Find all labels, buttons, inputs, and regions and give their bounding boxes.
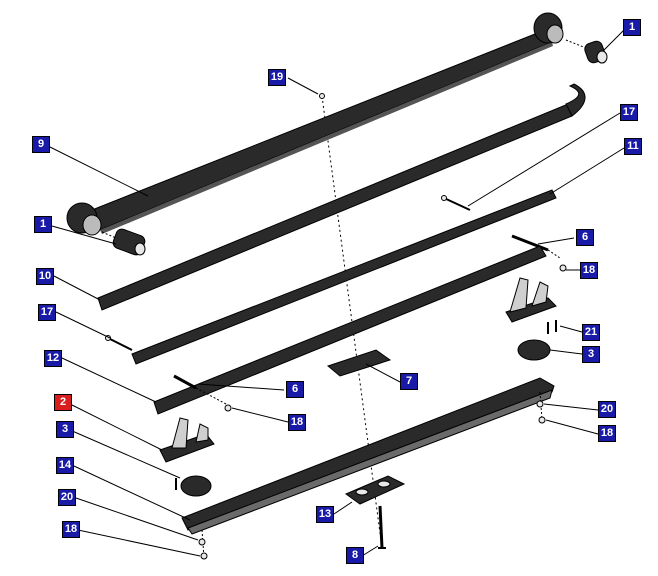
- bushing-part-1-lower: [101, 228, 146, 256]
- leaf-part-14: [181, 377, 555, 535]
- leaf-part-10: [97, 83, 586, 311]
- nut-part-18-mid: [224, 404, 232, 412]
- callout-part-9[interactable]: 9: [32, 136, 50, 153]
- callout-part-6-upper[interactable]: 6: [576, 229, 594, 246]
- callout-part-7[interactable]: 7: [400, 373, 418, 390]
- bump-stop-part-3-right: [517, 339, 551, 361]
- callout-part-8[interactable]: 8: [346, 547, 364, 564]
- washer-nut-right: [536, 391, 546, 424]
- bushing-part-1-upper: [565, 39, 608, 64]
- callout-part-17-lower[interactable]: 17: [38, 304, 56, 321]
- nut-part-18-upper: [559, 264, 567, 272]
- leader-lines: [47, 29, 625, 557]
- callout-part-2[interactable]: 2: [54, 394, 72, 411]
- spring-plate-part-13: [344, 475, 406, 505]
- leaf-part-11: [131, 189, 557, 365]
- callout-part-1-lower[interactable]: 1: [34, 216, 52, 233]
- callout-part-21[interactable]: 21: [582, 324, 600, 341]
- callout-part-12[interactable]: 12: [44, 350, 62, 367]
- callout-part-10[interactable]: 10: [36, 268, 54, 285]
- hanger-bracket-right: [505, 277, 557, 323]
- callout-part-1-upper[interactable]: 1: [623, 19, 641, 36]
- callout-part-18-mid[interactable]: 18: [288, 414, 306, 431]
- bolts-part-21: [547, 320, 557, 334]
- bolt-part-6-lower: [173, 374, 227, 405]
- clip-bolt-part-17-upper: [441, 195, 471, 211]
- callout-part-20-right[interactable]: 20: [598, 401, 616, 418]
- hanger-bracket-part-2: [159, 417, 215, 463]
- callout-part-6-lower[interactable]: 6: [286, 381, 304, 398]
- spacer-part-7: [326, 349, 392, 377]
- callout-part-18-left[interactable]: 18: [62, 521, 80, 538]
- callout-part-18-upper[interactable]: 18: [580, 262, 598, 279]
- callout-part-17-upper[interactable]: 17: [620, 104, 638, 121]
- main-leaf-part-9: [66, 12, 564, 236]
- callout-part-20-left[interactable]: 20: [58, 489, 76, 506]
- clip-bolt-part-17-lower: [105, 335, 133, 351]
- center-bolt-alignment-line: [321, 95, 383, 549]
- bolt-part-6-upper: [511, 234, 561, 259]
- callout-part-3-right[interactable]: 3: [582, 346, 600, 363]
- callout-part-3-left[interactable]: 3: [56, 421, 74, 438]
- callout-part-11[interactable]: 11: [624, 138, 642, 155]
- center-bolt-part-8: [378, 505, 386, 549]
- callout-part-19[interactable]: 19: [268, 69, 286, 86]
- leaf-part-12: [153, 245, 547, 415]
- callout-part-18-right[interactable]: 18: [598, 425, 616, 442]
- washer-nut-left: [198, 529, 208, 560]
- bump-stop-part-3-left: [175, 475, 212, 497]
- center-bolt-nut-part-19: [319, 93, 325, 99]
- callout-part-14[interactable]: 14: [56, 457, 74, 474]
- callout-part-13[interactable]: 13: [316, 506, 334, 523]
